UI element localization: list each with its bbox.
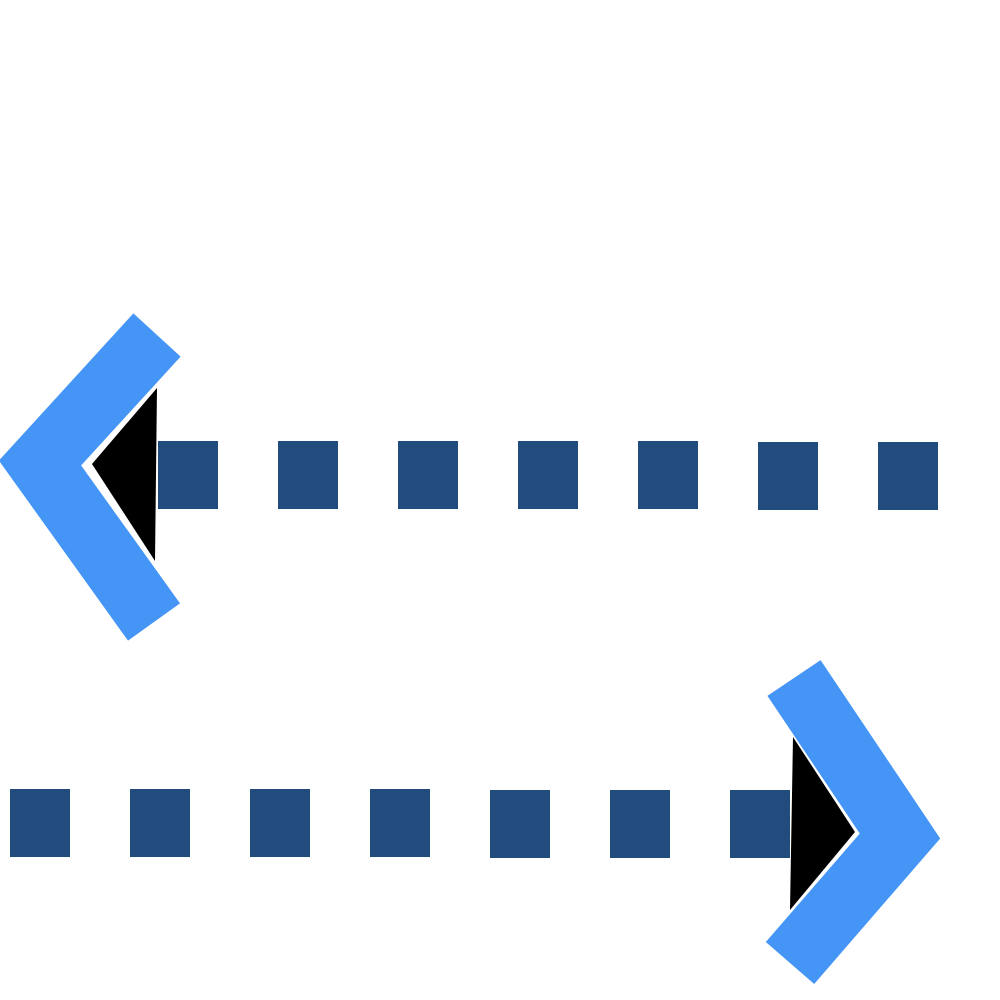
dash-segment — [370, 789, 430, 857]
dash-segment — [758, 442, 818, 510]
right-arrow — [10, 660, 941, 984]
dash-segment — [250, 789, 310, 857]
dash-segment — [10, 789, 70, 857]
dash-segment — [610, 790, 670, 858]
left-arrowhead — [92, 388, 157, 561]
dash-segment — [518, 441, 578, 509]
left-arrow-dashes — [158, 441, 938, 510]
left-arrow — [0, 313, 938, 641]
dash-segment — [278, 441, 338, 509]
dash-segment — [730, 790, 790, 858]
dash-segment — [398, 441, 458, 509]
dash-segment — [638, 441, 698, 509]
dash-segment — [878, 442, 938, 510]
dash-segment — [490, 790, 550, 858]
right-arrowhead — [790, 737, 855, 910]
right-arrow-dashes — [10, 789, 790, 858]
right-chevron — [765, 660, 941, 984]
dash-segment — [130, 789, 190, 857]
left-chevron — [0, 313, 181, 641]
dash-segment — [158, 441, 218, 509]
